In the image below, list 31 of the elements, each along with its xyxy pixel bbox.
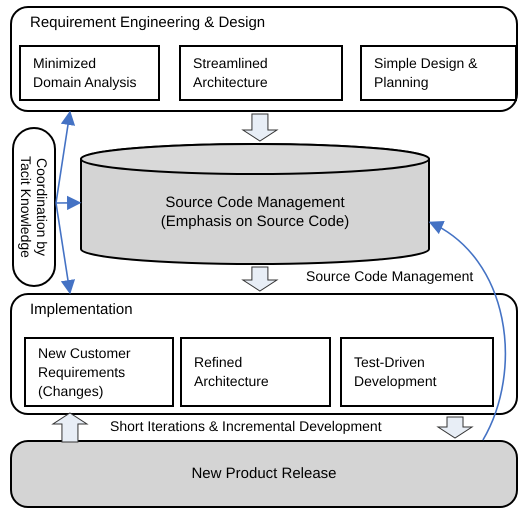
process-box — [19, 45, 160, 101]
block-arrow — [241, 266, 279, 292]
node-label: New Product Release — [191, 464, 337, 484]
node-label: Streamlined Architecture — [193, 54, 269, 92]
node-label: Source Code Management (Emphasis on Source Code) — [160, 193, 350, 231]
group-panel — [10, 293, 518, 415]
block-arrow — [436, 416, 474, 439]
process-box — [24, 337, 174, 407]
arrow — [55, 202, 76, 294]
annotation-label: Source Code Management — [306, 267, 474, 285]
rounded-pill — [12, 127, 56, 287]
node-label: Test-Driven Development — [354, 353, 438, 391]
block-arrow — [241, 114, 279, 142]
process-box — [360, 45, 517, 101]
node-label: New Customer Requirements (Changes) — [38, 344, 132, 400]
group-panel — [10, 6, 518, 112]
arrow — [56, 196, 82, 210]
arrow — [428, 222, 506, 440]
release-band — [10, 440, 518, 508]
node-label: Minimized Domain Analysis — [33, 54, 138, 92]
process-box — [340, 337, 494, 407]
block-arrow — [51, 412, 89, 442]
vertical-label: Coordination by Tacit Knowledge — [18, 155, 50, 260]
node-label: Refined Architecture — [194, 353, 270, 391]
group-heading: Implementation — [30, 301, 133, 319]
node-label: Simple Design & Planning — [374, 54, 478, 92]
process-box — [179, 45, 343, 101]
annotation-label: Short Iterations & Incremental Development — [110, 417, 382, 435]
process-box — [180, 337, 331, 407]
arrow — [55, 110, 76, 204]
group-heading: Requirement Engineering & Design — [30, 14, 266, 32]
